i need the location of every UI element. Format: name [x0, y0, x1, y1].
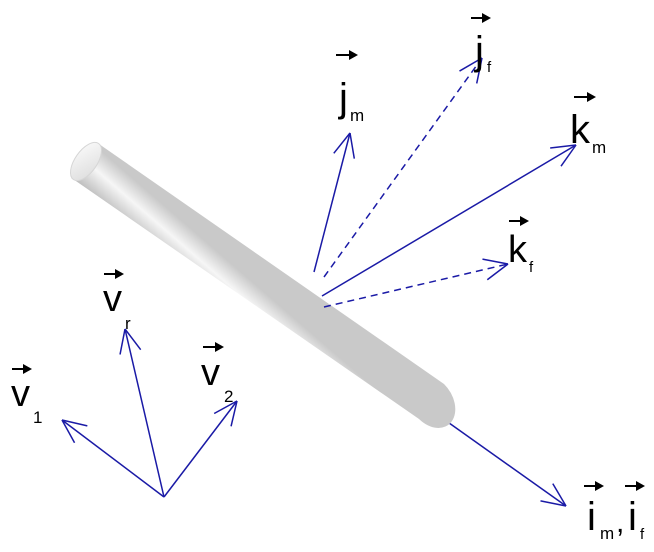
arrow-k-f-shaft	[323, 263, 509, 308]
cylinder-body	[73, 144, 456, 428]
label-j-f: j f	[471, 13, 492, 76]
arrow-k-m-shaft	[321, 144, 577, 297]
vector-overarrow-icon	[625, 481, 645, 491]
label-separator: ,	[616, 506, 624, 539]
arrow-v-2-head-right	[213, 400, 238, 415]
label-k-f: k f	[508, 216, 534, 276]
arrow-j-m-head-right	[333, 132, 351, 154]
arrow-j-f-head-left	[475, 57, 483, 84]
label-v-2-sub: 2	[224, 387, 233, 406]
vector-overarrow-icon	[336, 50, 358, 60]
label-v-r-sub: r	[125, 314, 131, 333]
arrow-i-shaft	[427, 407, 567, 507]
arrow-k-m	[321, 144, 577, 297]
label-v-r-main: v	[103, 278, 122, 320]
vector-overarrow-icon	[203, 342, 224, 352]
label-k-m: k m	[570, 92, 606, 157]
arrow-v-1-shaft	[61, 419, 165, 498]
vector-overarrow-icon	[509, 216, 529, 226]
arrow-v-2-shaft	[163, 400, 238, 498]
label-j-m-main: j	[338, 76, 348, 120]
label-v-r: v r	[103, 269, 131, 333]
arrow-v-1-head-left	[61, 419, 88, 427]
label-v-1-main: v	[11, 373, 30, 415]
arrow-j-f-head-right	[459, 57, 483, 72]
arrow-i-head-left	[540, 500, 567, 507]
vector-overarrow-icon	[12, 364, 32, 374]
label-i-m-i-f: i m , i f	[584, 481, 645, 543]
arrow-k-m-head-right	[550, 144, 577, 149]
arrow-j-m-head-left	[349, 132, 356, 159]
label-i-m-sub: m	[600, 524, 614, 543]
arrow-j-m	[313, 132, 356, 273]
arrow-i	[427, 407, 567, 507]
label-i-m-main: i	[587, 495, 596, 539]
arrow-v-r-head-left	[124, 328, 142, 351]
label-v-1-sub: 1	[33, 408, 42, 427]
label-k-f-main: k	[508, 229, 528, 271]
label-v-2: v 2	[201, 342, 233, 406]
arrow-v-r	[119, 328, 165, 498]
arrow-group	[427, 407, 567, 507]
arrow-group-front	[61, 57, 577, 498]
label-v-1: v 1	[11, 364, 42, 427]
vector-overarrow-icon	[471, 13, 491, 23]
arrow-j-f-shaft	[323, 57, 483, 278]
arrow-v-1	[61, 419, 165, 498]
arrow-k-f-head-left	[486, 263, 509, 281]
vector-overarrow-icon	[584, 481, 604, 491]
label-j-f-main: j	[474, 29, 484, 73]
vector-overarrow-icon	[574, 92, 596, 102]
label-k-m-main: k	[570, 108, 591, 152]
arrow-v-2-head-left	[230, 400, 238, 427]
arrow-k-f-head-right	[482, 258, 509, 265]
cylinder	[69, 141, 456, 428]
label-j-m-sub: m	[350, 106, 364, 125]
label-k-f-sub: f	[529, 259, 534, 276]
arrow-v-r-head-right	[119, 328, 126, 355]
arrow-j-f	[323, 57, 483, 278]
vector-overarrow-icon	[104, 269, 124, 279]
arrow-i-head-right	[552, 483, 567, 507]
label-v-2-main: v	[201, 352, 220, 394]
arrow-j-m-shaft	[313, 132, 351, 273]
arrow-v-r-shaft	[124, 328, 165, 498]
arrow-k-f	[323, 258, 509, 308]
cylinder-end-cap	[69, 141, 103, 182]
label-j-m: j m	[336, 50, 364, 125]
arrow-v-2	[163, 400, 238, 498]
arrow-v-1-head-right	[61, 419, 76, 444]
arrow-k-m-head-left	[560, 144, 577, 167]
label-k-m-sub: m	[592, 138, 606, 157]
label-i-f-sub: f	[640, 526, 645, 543]
labels: j m j f k m k	[11, 13, 645, 543]
label-i-f-main: i	[628, 495, 637, 539]
label-j-f-sub: f	[487, 59, 492, 76]
